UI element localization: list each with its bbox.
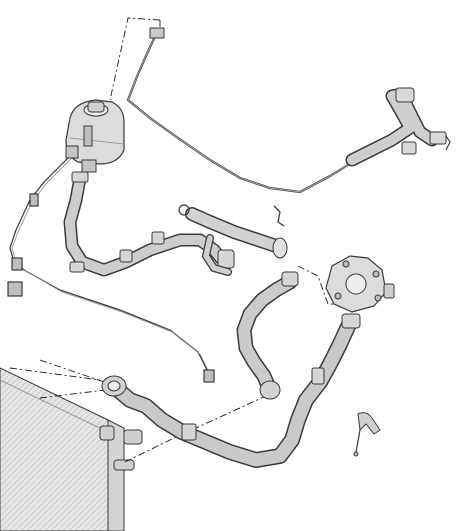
reservoir-vent-line[interactable] xyxy=(7,147,215,383)
hose-coupler xyxy=(101,375,127,397)
leader-line xyxy=(9,367,101,381)
upper-radiator-hose[interactable] xyxy=(101,313,361,468)
pipe-end xyxy=(272,237,288,259)
hose-quick-connector xyxy=(395,87,415,103)
tank-cap[interactable] xyxy=(87,101,105,113)
bypass-pipe[interactable] xyxy=(178,204,288,276)
tank-outlet-hose[interactable] xyxy=(63,171,235,277)
heater-hose-assembly[interactable] xyxy=(345,87,451,167)
hose-clamp xyxy=(71,171,89,183)
hose-quick-connector xyxy=(429,131,447,145)
line-connector xyxy=(11,257,23,271)
hose-clamp xyxy=(217,249,235,269)
level-sensor xyxy=(83,125,93,147)
radiator-inlet-neck xyxy=(123,429,143,445)
thermostat-housing[interactable] xyxy=(325,255,395,313)
leader-lines xyxy=(9,17,345,463)
hose-coupler xyxy=(259,380,281,400)
expansion-tank[interactable] xyxy=(65,99,125,173)
hose-clamp xyxy=(151,231,165,245)
radiator[interactable] xyxy=(0,367,143,531)
leader-line xyxy=(124,394,269,463)
heater-line[interactable] xyxy=(126,27,357,194)
leader-line xyxy=(109,17,161,101)
hose-clamp xyxy=(69,261,85,273)
o-ring-clip xyxy=(178,204,190,216)
line-clip xyxy=(7,281,23,297)
lower-radiator-hose[interactable] xyxy=(236,271,299,400)
hose-clamp xyxy=(341,313,361,329)
leader-line xyxy=(39,389,106,399)
tank-outlet xyxy=(81,159,97,173)
line-connector xyxy=(149,27,165,39)
radiator-outlet-neck xyxy=(113,459,135,471)
hose-clamp xyxy=(181,423,197,441)
hose-clamp xyxy=(281,271,299,287)
line-connector xyxy=(29,193,39,207)
line-connector xyxy=(203,369,215,383)
hose-clamp xyxy=(119,249,133,263)
hose-quick-connector xyxy=(401,141,417,155)
hose-clamp xyxy=(311,367,325,385)
spring-clip[interactable] xyxy=(273,205,285,227)
tank-mount xyxy=(65,145,79,159)
radiator-drain-plug xyxy=(99,425,115,441)
bracket-bolt[interactable] xyxy=(353,412,381,457)
leader-line xyxy=(39,359,111,385)
